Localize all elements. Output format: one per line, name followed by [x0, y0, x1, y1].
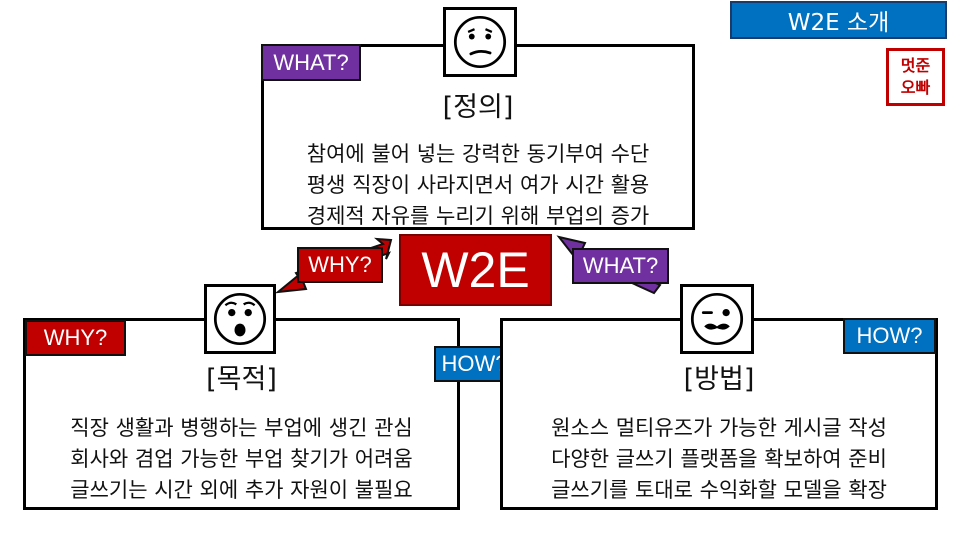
definition-heading: [정의] — [442, 92, 514, 123]
definition-line-3: 경제적 자유를 누리기 위해 부업의 증가 — [306, 204, 650, 228]
method-heading: [방법] — [683, 364, 755, 395]
slide-title-text: W2E 소개 — [787, 10, 890, 36]
confused-face-icon — [443, 7, 517, 77]
method-line-3: 글쓰기를 토대로 수익화할 모델을 확장 — [551, 478, 887, 502]
method-line-2: 다양한 글쓰기 플랫폼을 확보하여 준비 — [551, 447, 887, 471]
purpose-tag: WHY? — [25, 320, 126, 356]
mustache-face-icon — [680, 284, 754, 354]
logo-line-2: 오빠 — [900, 78, 931, 97]
method-lines: 원소스 멀티유즈가 가능한 게시글 작성 다양한 글쓰기 플랫폼을 확보하여 준… — [503, 413, 935, 506]
definition-tag: WHAT? — [261, 44, 361, 81]
method-line-1: 원소스 멀티유즈가 가능한 게시글 작성 — [551, 416, 887, 440]
purpose-heading: [목적] — [206, 364, 277, 395]
logo-line-1: 멋준 — [900, 56, 931, 75]
what-connector-label: WHAT? — [572, 248, 669, 284]
slide-title: W2E 소개 — [730, 1, 947, 39]
method-tag: HOW? — [843, 318, 936, 354]
definition-lines: 참여에 불어 넣는 강력한 동기부여 수단 평생 직장이 사라지면서 여가 시간… — [264, 139, 692, 232]
center-w2e-label: W2E — [421, 242, 530, 298]
definition-line-1: 참여에 불어 넣는 강력한 동기부여 수단 — [306, 142, 650, 166]
purpose-line-3: 글쓰기는 시간 외에 추가 자원이 불필요 — [70, 478, 413, 502]
why-connector-label: WHY? — [297, 247, 383, 283]
purpose-line-2: 회사와 겸업 가능한 부업 찾기가 어려움 — [70, 447, 413, 471]
definition-line-2: 평생 직장이 사라지면서 여가 시간 활용 — [306, 173, 650, 197]
purpose-lines: 직장 생활과 병행하는 부업에 생긴 관심 회사와 겸업 가능한 부업 찾기가 … — [26, 413, 457, 506]
logo-badge: 멋준 오빠 — [886, 48, 945, 106]
surprised-face-icon — [204, 284, 276, 354]
purpose-line-1: 직장 생활과 병행하는 부업에 생긴 관심 — [70, 416, 413, 440]
center-w2e-box: W2E — [399, 234, 552, 306]
